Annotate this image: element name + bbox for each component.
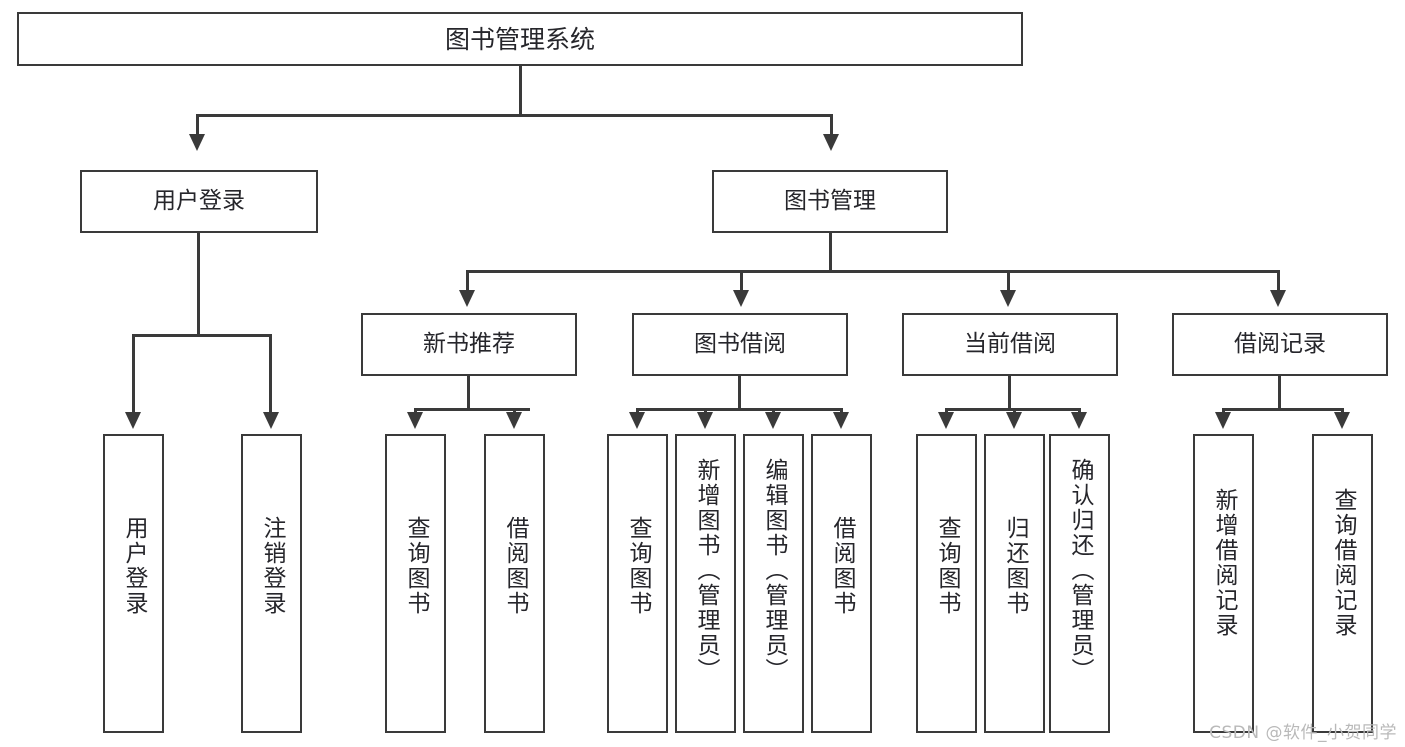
arrowhead-to-book-borrow: [733, 290, 749, 307]
connector-root-drop-right: [830, 114, 833, 136]
arrowhead-to-borrow-record: [1270, 290, 1286, 307]
connector-borrow-record-bus: [1222, 408, 1344, 411]
node-label: 归还图书: [1002, 516, 1028, 616]
connector-book-borrow-stem: [738, 376, 741, 411]
arrowhead-to-query-book-b: [629, 412, 645, 429]
arrowhead-to-add-borrow-record: [1215, 412, 1231, 429]
node-label: 新书推荐: [423, 331, 515, 357]
arrowhead-to-borrow-book-a: [506, 412, 522, 429]
connector-new-book-bus: [414, 408, 530, 411]
connector-book-borrow-bus: [636, 408, 842, 411]
node-label: 新增借阅记录: [1211, 488, 1237, 638]
node-book-management[interactable]: 图书管理: [712, 170, 948, 233]
node-label: 用户登录: [121, 516, 147, 616]
csdn-watermark: CSDN @软件_小贺同学: [1209, 723, 1397, 743]
arrowhead-to-user-login-leaf: [125, 412, 141, 429]
leaf-return-book[interactable]: 归还图书: [984, 434, 1045, 733]
leaf-add-book-admin[interactable]: 新增图书（管理员）: [675, 434, 736, 733]
leaf-query-book-borrow[interactable]: 查询图书: [607, 434, 668, 733]
node-label: 借阅图书: [502, 516, 528, 616]
node-label: 图书管理系统: [444, 24, 595, 54]
node-label: 查询图书: [403, 516, 429, 616]
connector-lvl3-drop-3: [1007, 270, 1010, 292]
leaf-edit-book-admin[interactable]: 编辑图书（管理员）: [743, 434, 804, 733]
arrowhead-to-book-management: [823, 134, 839, 151]
arrowhead-to-new-book-recommend: [459, 290, 475, 307]
connector-user-login-drop-1: [132, 334, 135, 414]
connector-current-borrow-stem: [1008, 376, 1011, 411]
connector-book-management-bus: [466, 270, 1280, 273]
connector-book-management-stem: [829, 233, 832, 273]
node-new-book-recommend[interactable]: 新书推荐: [361, 313, 577, 376]
connector-root-stem: [519, 66, 522, 116]
node-borrow-record[interactable]: 借阅记录: [1172, 313, 1388, 376]
arrowhead-to-edit-book: [765, 412, 781, 429]
arrowhead-to-query-borrow-record: [1334, 412, 1350, 429]
node-label: 确认归还（管理员）: [1067, 458, 1093, 683]
leaf-borrow-book-recommend[interactable]: 借阅图书: [484, 434, 545, 733]
arrowhead-to-return-book: [1006, 412, 1022, 429]
node-label: 新增图书（管理员）: [693, 458, 719, 683]
leaf-query-borrow-record[interactable]: 查询借阅记录: [1312, 434, 1373, 733]
connector-lvl3-drop-4: [1277, 270, 1280, 292]
connector-lvl3-drop-2: [740, 270, 743, 292]
leaf-add-borrow-record[interactable]: 新增借阅记录: [1193, 434, 1254, 733]
arrowhead-to-confirm-return: [1071, 412, 1087, 429]
connector-user-login-drop-2: [269, 334, 272, 414]
leaf-query-book-current[interactable]: 查询图书: [916, 434, 977, 733]
connector-borrow-record-stem: [1278, 376, 1281, 411]
connector-user-login-stem: [197, 233, 200, 336]
node-label: 用户登录: [153, 188, 245, 214]
node-label: 查询图书: [934, 516, 960, 616]
node-book-management-system[interactable]: 图书管理系统: [17, 12, 1023, 66]
connector-current-borrow-bus: [945, 408, 1080, 411]
node-label: 查询借阅记录: [1330, 488, 1356, 638]
arrowhead-to-query-book-a: [407, 412, 423, 429]
node-label: 图书管理: [784, 188, 876, 214]
node-label: 编辑图书（管理员）: [761, 458, 787, 683]
leaf-confirm-return-admin[interactable]: 确认归还（管理员）: [1049, 434, 1110, 733]
node-user-login[interactable]: 用户登录: [80, 170, 318, 233]
arrowhead-to-user-login: [189, 134, 205, 151]
connector-root-drop-left: [196, 114, 199, 136]
arrowhead-to-current-borrow: [1000, 290, 1016, 307]
leaf-query-book-recommend[interactable]: 查询图书: [385, 434, 446, 733]
node-label: 借阅图书: [829, 516, 855, 616]
leaf-borrow-book[interactable]: 借阅图书: [811, 434, 872, 733]
arrowhead-to-logout-leaf: [263, 412, 279, 429]
arrowhead-to-borrow-book-b: [833, 412, 849, 429]
node-current-borrow[interactable]: 当前借阅: [902, 313, 1118, 376]
node-label: 图书借阅: [694, 331, 786, 357]
leaf-user-login[interactable]: 用户登录: [103, 434, 164, 733]
connector-root-bus: [196, 114, 833, 117]
connector-new-book-stem: [467, 376, 470, 411]
arrowhead-to-add-book: [697, 412, 713, 429]
connector-user-login-bus: [132, 334, 272, 337]
node-book-borrow[interactable]: 图书借阅: [632, 313, 848, 376]
leaf-logout[interactable]: 注销登录: [241, 434, 302, 733]
arrowhead-to-query-book-c: [938, 412, 954, 429]
node-label: 注销登录: [259, 516, 285, 616]
node-label: 借阅记录: [1234, 331, 1326, 357]
connector-lvl3-drop-1: [466, 270, 469, 292]
node-label: 当前借阅: [964, 331, 1056, 357]
node-label: 查询图书: [625, 516, 651, 616]
